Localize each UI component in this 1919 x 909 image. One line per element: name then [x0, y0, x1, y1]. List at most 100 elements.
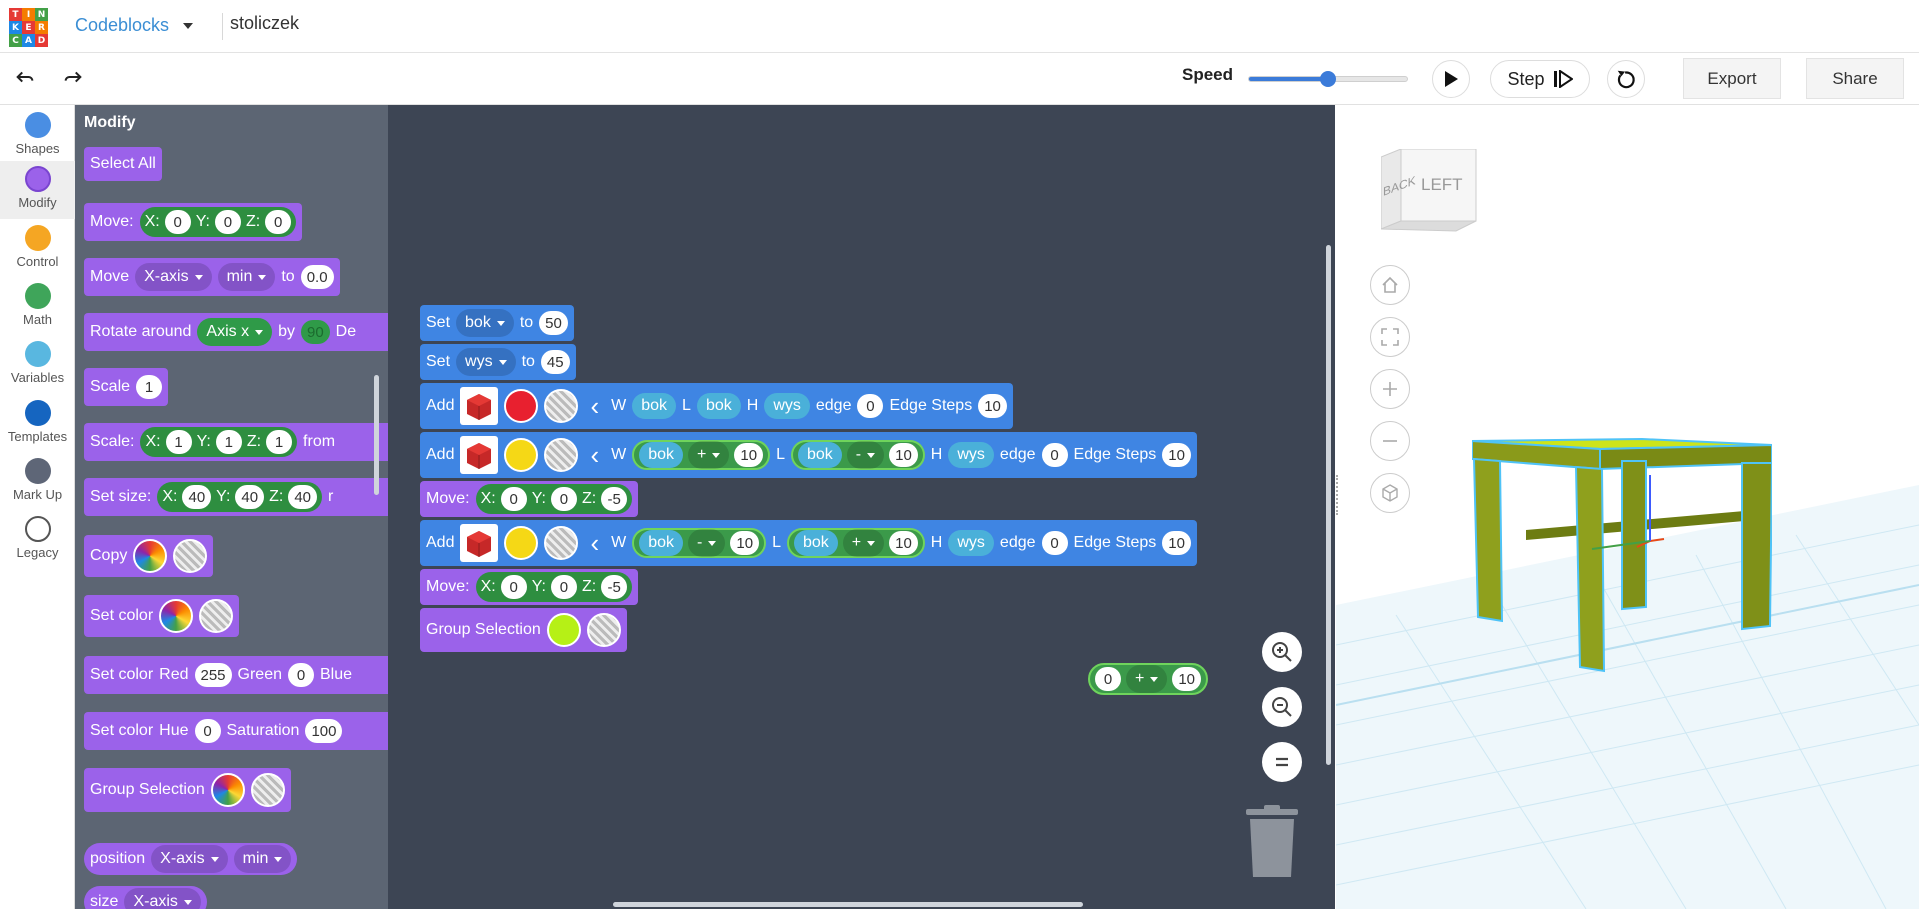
variable-wys[interactable]: wys	[764, 393, 810, 419]
hole-swatch[interactable]	[199, 599, 234, 633]
value-field[interactable]: 50	[539, 311, 568, 335]
rainbow-color-swatch[interactable]	[159, 599, 194, 633]
hole-swatch[interactable]	[544, 526, 579, 560]
block-set-bok[interactable]: Set bok to 50	[420, 305, 574, 341]
block-size[interactable]: size X-axis	[84, 886, 207, 909]
flyout-scrollbar[interactable]	[374, 375, 379, 495]
x-field[interactable]: 0	[164, 210, 191, 234]
view-cube[interactable]: BACK LEFT	[1380, 148, 1481, 244]
variable-wys[interactable]: wys	[948, 530, 994, 556]
y-field[interactable]: 0	[214, 210, 241, 234]
block-scale-xyz[interactable]: Scale: X:1 Y:1 Z:1 from	[84, 423, 388, 461]
category-markup[interactable]: Mark Up	[0, 453, 75, 511]
trash-icon[interactable]	[1244, 805, 1300, 885]
reset-button[interactable]	[1607, 60, 1645, 98]
box-shape-icon[interactable]	[460, 524, 499, 562]
variable-bok[interactable]: bok	[696, 393, 741, 419]
red-field[interactable]: 255	[194, 663, 232, 687]
workspace-vertical-scrollbar[interactable]	[1326, 245, 1331, 765]
hole-swatch[interactable]	[173, 539, 208, 573]
category-legacy[interactable]: Legacy	[0, 511, 75, 569]
hole-swatch[interactable]	[586, 613, 621, 647]
variable-bok[interactable]: bok	[639, 530, 684, 556]
chevron-left-icon[interactable]: ‹	[590, 390, 600, 421]
edge-steps-field[interactable]: 10	[1162, 443, 1191, 467]
value-field[interactable]: 45	[540, 350, 570, 374]
green-field[interactable]: 0	[288, 663, 314, 687]
loose-math-block[interactable]: 0 + 10	[1088, 663, 1209, 695]
math-expression[interactable]: bok - 10	[790, 440, 925, 470]
zoom-in-view-button[interactable]	[1370, 369, 1410, 409]
operator-dropdown[interactable]: -	[846, 441, 885, 469]
export-button[interactable]: Export	[1683, 58, 1781, 99]
x-field[interactable]: 0	[500, 575, 527, 599]
block-select-all[interactable]: Select All	[84, 147, 162, 181]
math-expression[interactable]: bok - 10	[632, 528, 767, 558]
zoom-reset-button[interactable]	[1262, 742, 1302, 782]
y-field[interactable]: 40	[235, 485, 265, 509]
undo-icon[interactable]	[14, 66, 36, 94]
home-view-button[interactable]	[1370, 265, 1410, 305]
y-field[interactable]: 0	[550, 487, 577, 511]
edge-field[interactable]: 0	[1041, 531, 1068, 555]
chevron-left-icon[interactable]: ‹	[590, 439, 600, 470]
angle-field[interactable]: 90	[300, 320, 330, 344]
block-add-box-1[interactable]: Add ‹ W bok L bok H wys edge 0 Edge Step…	[420, 383, 1013, 429]
axis-dropdown[interactable]: X-axis	[124, 888, 201, 909]
workspace-horizontal-scrollbar[interactable]	[613, 902, 1083, 907]
block-move[interactable]: Move: X:0 Y:0 Z:0	[84, 203, 303, 241]
block-set-size[interactable]: Set size: X:40 Y:40 Z:40 r	[84, 478, 388, 516]
operand-field[interactable]: 10	[889, 443, 918, 467]
red-color-swatch[interactable]	[504, 389, 539, 423]
zoom-in-button[interactable]	[1262, 632, 1302, 672]
zoom-out-button[interactable]	[1262, 687, 1302, 727]
block-position[interactable]: position X-axis min	[84, 843, 298, 875]
variable-bok[interactable]: bok	[793, 530, 838, 556]
panel-resize-handle[interactable]	[1336, 475, 1340, 515]
chevron-left-icon[interactable]: ‹	[590, 527, 600, 558]
x-field[interactable]: 1	[165, 430, 192, 454]
operator-dropdown[interactable]: +	[688, 441, 730, 469]
scale-field[interactable]: 1	[136, 375, 163, 399]
variable-bok[interactable]: bok	[632, 393, 677, 419]
view-cube-left-label[interactable]: LEFT	[1421, 175, 1463, 194]
mode-dropdown[interactable]: min	[233, 845, 292, 873]
z-field[interactable]: -5	[601, 575, 628, 599]
variable-bok[interactable]: bok	[639, 442, 684, 468]
zoom-out-view-button[interactable]	[1370, 421, 1410, 461]
block-set-color-hsb[interactable]: Set color Hue 0 Saturation 100	[84, 712, 388, 750]
box-shape-icon[interactable]	[460, 387, 499, 425]
block-add-box-3[interactable]: Add ‹ W bok - 10 L bok + 10 H wys edge 0…	[420, 520, 1197, 566]
lime-color-swatch[interactable]	[546, 613, 581, 647]
tinkercad-logo[interactable]: T I N K E R C A D	[9, 8, 49, 48]
x-field[interactable]: 40	[182, 485, 212, 509]
edge-steps-field[interactable]: 10	[1162, 531, 1191, 555]
z-field[interactable]: 0	[265, 210, 292, 234]
operator-dropdown[interactable]: -	[688, 529, 726, 557]
category-templates[interactable]: Templates	[0, 395, 75, 453]
share-button[interactable]: Share	[1806, 58, 1904, 99]
block-set-color[interactable]: Set color	[84, 595, 240, 637]
rainbow-color-swatch[interactable]	[210, 773, 245, 807]
z-field[interactable]: -5	[601, 487, 628, 511]
math-expression[interactable]: bok + 10	[632, 440, 771, 470]
code-workspace[interactable]: Set bok to 50 Set wys to 45 Add ‹ W bok …	[388, 105, 1335, 909]
operand-field[interactable]: 0	[1095, 667, 1121, 691]
table-model[interactable]	[1471, 431, 1774, 686]
block-group-selection[interactable]: Group Selection	[420, 608, 627, 652]
category-variables[interactable]: Variables	[0, 336, 75, 394]
operator-dropdown[interactable]: +	[1126, 665, 1168, 693]
mode-dropdown[interactable]: min	[217, 263, 276, 291]
category-math[interactable]: Math	[0, 278, 75, 336]
edge-steps-field[interactable]: 10	[978, 394, 1007, 418]
block-move-2[interactable]: Move: X:0 Y:0 Z:-5	[420, 569, 639, 605]
hole-swatch[interactable]	[544, 389, 579, 423]
block-group-selection[interactable]: Group Selection	[84, 768, 291, 812]
block-scale[interactable]: Scale 1	[84, 368, 169, 406]
chevron-down-icon[interactable]	[183, 23, 193, 29]
category-shapes[interactable]: Shapes	[0, 107, 75, 165]
block-move-axis[interactable]: Move X-axis min to 0.0	[84, 258, 340, 296]
variable-bok[interactable]: bok	[797, 442, 842, 468]
edge-field[interactable]: 0	[1041, 443, 1068, 467]
variable-wys[interactable]: wys	[948, 442, 994, 468]
